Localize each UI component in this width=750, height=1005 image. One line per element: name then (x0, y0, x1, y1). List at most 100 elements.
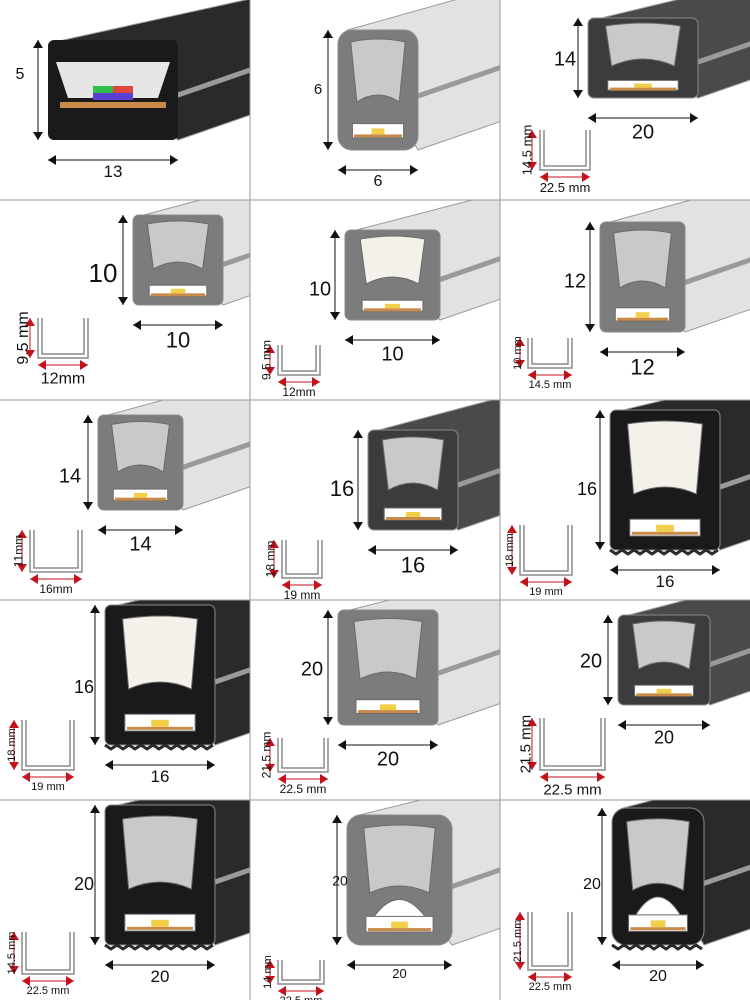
arrowhead (175, 525, 183, 535)
width-label: 13 (104, 162, 123, 181)
height-label: 16 (330, 476, 354, 501)
arrowhead (332, 815, 342, 823)
height-label: 12 (564, 270, 586, 292)
profile-ridge (695, 41, 750, 65)
led-chip (656, 524, 674, 532)
diffuser-window (122, 815, 198, 890)
led-chip (380, 704, 396, 711)
width-label: 14 (129, 533, 151, 555)
channel-height-label: 14.5 mm (6, 932, 18, 975)
width-label: 16 (151, 767, 170, 786)
aluminum-channel (507, 525, 573, 587)
width-label: 20 (151, 967, 170, 986)
profile-panel-p1: 513 (16, 0, 250, 181)
diffuser-window (605, 22, 681, 67)
profile-arch-black (611, 800, 750, 951)
profile-ridge (707, 648, 750, 667)
profile-dimensions (323, 610, 438, 750)
pcb-strip (358, 710, 418, 714)
profile-black-glow (104, 600, 250, 751)
diffuser-window (353, 618, 423, 680)
rgb-led-chip-red (113, 86, 133, 93)
profile-dimensions (83, 415, 183, 535)
arrowhead (595, 542, 605, 550)
pcb-strip (354, 134, 402, 138)
width-label: 16 (656, 572, 675, 591)
arrowhead (573, 18, 583, 26)
arrowhead (207, 960, 215, 970)
arrowhead (30, 574, 38, 584)
arrowhead (38, 360, 46, 370)
profile-dimensions (118, 215, 223, 330)
arrowhead (133, 320, 141, 330)
arrowhead (33, 132, 43, 140)
arrowhead (527, 162, 537, 170)
profile-ridge (435, 649, 500, 676)
arrowhead (564, 972, 572, 982)
serrated-base (611, 943, 703, 951)
arrowhead (338, 740, 346, 750)
arrowhead (22, 772, 30, 782)
channel-outline (29, 530, 83, 573)
diffuser (56, 62, 170, 98)
arrowhead (265, 976, 275, 984)
arrowhead (314, 580, 322, 590)
height-label: 20 (74, 874, 94, 894)
arrowhead (17, 564, 27, 572)
height-label: 6 (314, 81, 322, 98)
channel-outline (277, 738, 329, 773)
channel-width-label: 22.5 mm (280, 995, 323, 1000)
arrowhead (712, 565, 720, 575)
aluminum-channel (269, 540, 323, 590)
arrowhead (9, 966, 19, 974)
profile-ridge (455, 467, 500, 488)
arrowhead (105, 960, 113, 970)
led-chip (170, 288, 186, 294)
arrowhead (696, 960, 704, 970)
channel-width-label: 19 mm (284, 588, 321, 602)
arrowhead (345, 335, 353, 345)
arrowhead (33, 40, 43, 48)
arrowhead (330, 312, 340, 320)
profile-dimensions (603, 615, 710, 730)
arrowhead (278, 774, 286, 784)
profile-light-dome (344, 200, 500, 321)
pcb-strip (386, 517, 440, 520)
arrowhead (527, 718, 537, 726)
pcb-strip (632, 531, 698, 535)
profile-ridge (415, 64, 500, 99)
arrowhead (564, 577, 572, 587)
pcb-strip (60, 102, 166, 108)
height-label: 20 (332, 873, 348, 889)
aluminum-channel (265, 960, 325, 996)
arrowhead (90, 605, 100, 613)
arrowhead (269, 540, 279, 548)
pcb-strip (630, 927, 686, 931)
pcb-strip (127, 926, 193, 930)
width-label: 12 (630, 354, 654, 379)
arrowhead (540, 772, 548, 782)
arrowhead (564, 370, 572, 380)
channel-outline (527, 912, 573, 971)
aluminum-channel (527, 718, 606, 782)
arrowhead (48, 155, 56, 165)
arrowhead (83, 415, 93, 423)
height-label: 10 (89, 258, 118, 288)
arrowhead (90, 805, 100, 813)
arrowhead (338, 165, 346, 175)
arrowhead (597, 937, 607, 945)
arrowhead (585, 222, 595, 230)
diffuser-window (626, 818, 690, 892)
profile-dark-frame (367, 400, 500, 531)
width-label: 10 (166, 327, 190, 352)
aluminum-channel (25, 318, 89, 370)
serrated-base (104, 743, 214, 751)
diffuser-window (381, 436, 445, 491)
profile-wide-black (48, 0, 250, 141)
